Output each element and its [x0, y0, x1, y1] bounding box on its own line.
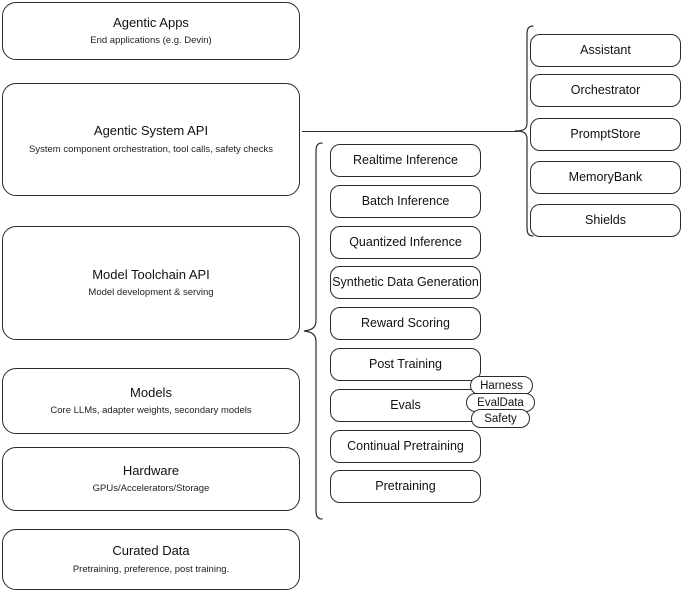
layer-title: Agentic System API [93, 123, 209, 139]
layer-box-agentic-system-api[interactable]: Agentic System API System component orch… [2, 83, 300, 196]
layer-subtitle: Core LLMs, adapter weights, secondary mo… [50, 405, 252, 417]
evals-subitem-evaldata[interactable]: EvalData [466, 393, 535, 412]
connector-line-system-api [302, 131, 518, 132]
layer-box-models[interactable]: Models Core LLMs, adapter weights, secon… [2, 368, 300, 434]
item-label: Continual Pretraining [347, 438, 464, 453]
layer-title: Hardware [122, 462, 180, 478]
item-label: MemoryBank [568, 169, 643, 184]
layer-subtitle: End applications (e.g. Devin) [90, 35, 212, 47]
system-item-orchestrator[interactable]: Orchestrator [530, 74, 681, 107]
item-label: Realtime Inference [353, 152, 458, 167]
layer-subtitle: Pretraining, preference, post training. [72, 563, 230, 575]
bracket-toolchain [303, 142, 323, 520]
item-label: Pretraining [375, 478, 436, 493]
subitem-label: EvalData [477, 396, 524, 409]
item-label: Quantized Inference [349, 234, 462, 249]
toolchain-item-continual-pretraining[interactable]: Continual Pretraining [330, 430, 481, 463]
layer-subtitle: Model development & serving [88, 287, 214, 299]
layer-subtitle: GPUs/Accelerators/Storage [92, 483, 210, 495]
item-label: Post Training [369, 356, 442, 371]
toolchain-item-reward-scoring[interactable]: Reward Scoring [330, 307, 481, 340]
system-item-assistant[interactable]: Assistant [530, 34, 681, 67]
toolchain-item-post-training[interactable]: Post Training [330, 348, 481, 381]
evals-subitem-harness[interactable]: Harness [470, 376, 533, 395]
bracket-system-components [514, 25, 534, 237]
item-label: Orchestrator [570, 82, 641, 97]
item-label: Evals [390, 397, 421, 412]
evals-subitem-safety[interactable]: Safety [471, 409, 530, 428]
system-item-promptstore[interactable]: PromptStore [530, 118, 681, 151]
layer-box-model-toolchain-api[interactable]: Model Toolchain API Model development & … [2, 226, 300, 340]
toolchain-item-realtime-inference[interactable]: Realtime Inference [330, 144, 481, 177]
item-label: Batch Inference [361, 193, 450, 208]
layer-subtitle: System component orchestration, tool cal… [29, 143, 273, 155]
subitem-label: Safety [484, 412, 517, 425]
toolchain-item-synthetic-data-generation[interactable]: Synthetic Data Generation [330, 266, 481, 299]
toolchain-item-pretraining[interactable]: Pretraining [330, 470, 481, 503]
layer-box-agentic-apps[interactable]: Agentic Apps End applications (e.g. Devi… [2, 2, 300, 60]
layer-title: Model Toolchain API [92, 266, 210, 282]
layer-box-curated-data[interactable]: Curated Data Pretraining, preference, po… [2, 529, 300, 590]
layer-title: Models [130, 384, 172, 400]
item-label: PromptStore [570, 126, 641, 141]
layer-box-hardware[interactable]: Hardware GPUs/Accelerators/Storage [2, 447, 300, 511]
layer-title: Curated Data [112, 543, 190, 559]
toolchain-item-evals[interactable]: Evals [330, 389, 481, 422]
item-label: Shields [585, 212, 626, 227]
item-label: Synthetic Data Generation [332, 274, 479, 289]
subitem-label: Harness [480, 379, 523, 392]
system-item-shields[interactable]: Shields [530, 204, 681, 237]
item-label: Assistant [580, 42, 631, 57]
toolchain-item-quantized-inference[interactable]: Quantized Inference [330, 226, 481, 259]
system-item-memorybank[interactable]: MemoryBank [530, 161, 681, 194]
toolchain-item-batch-inference[interactable]: Batch Inference [330, 185, 481, 218]
item-label: Reward Scoring [361, 315, 450, 330]
layer-title: Agentic Apps [113, 14, 189, 30]
